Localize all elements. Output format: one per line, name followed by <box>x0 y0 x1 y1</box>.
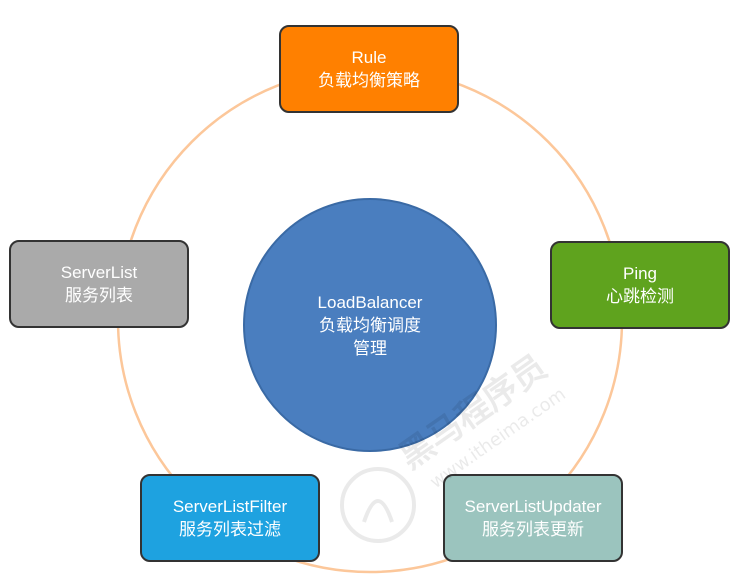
rule-node: Rule 负载均衡策略 <box>279 25 459 113</box>
server-list-title: ServerList <box>60 263 138 282</box>
ping-subtitle: 心跳检测 <box>606 287 674 306</box>
server-list-filter-node: ServerListFilter 服务列表过滤 <box>140 474 320 562</box>
server-list-updater-node: ServerListUpdater 服务列表更新 <box>443 474 623 562</box>
rule-subtitle: 负载均衡策略 <box>318 71 420 90</box>
load-balancer-subtitle-2: 管理 <box>353 338 387 358</box>
load-balancer-subtitle: 负载均衡调度 <box>319 315 421 335</box>
server-list-updater-subtitle: 服务列表更新 <box>482 520 584 539</box>
server-list-subtitle: 服务列表 <box>65 286 133 305</box>
ping-title: Ping <box>622 264 658 283</box>
server-list-updater-title: ServerListUpdater <box>464 497 602 516</box>
server-list-node: ServerList 服务列表 <box>9 240 189 328</box>
load-balancer-node: LoadBalancer 负载均衡调度 管理 <box>243 198 497 452</box>
server-list-filter-title: ServerListFilter <box>172 497 288 516</box>
server-list-filter-subtitle: 服务列表过滤 <box>179 520 281 539</box>
load-balancer-title: LoadBalancer <box>317 292 423 312</box>
ping-node: Ping 心跳检测 <box>550 241 730 329</box>
rule-title: Rule <box>351 48 387 67</box>
